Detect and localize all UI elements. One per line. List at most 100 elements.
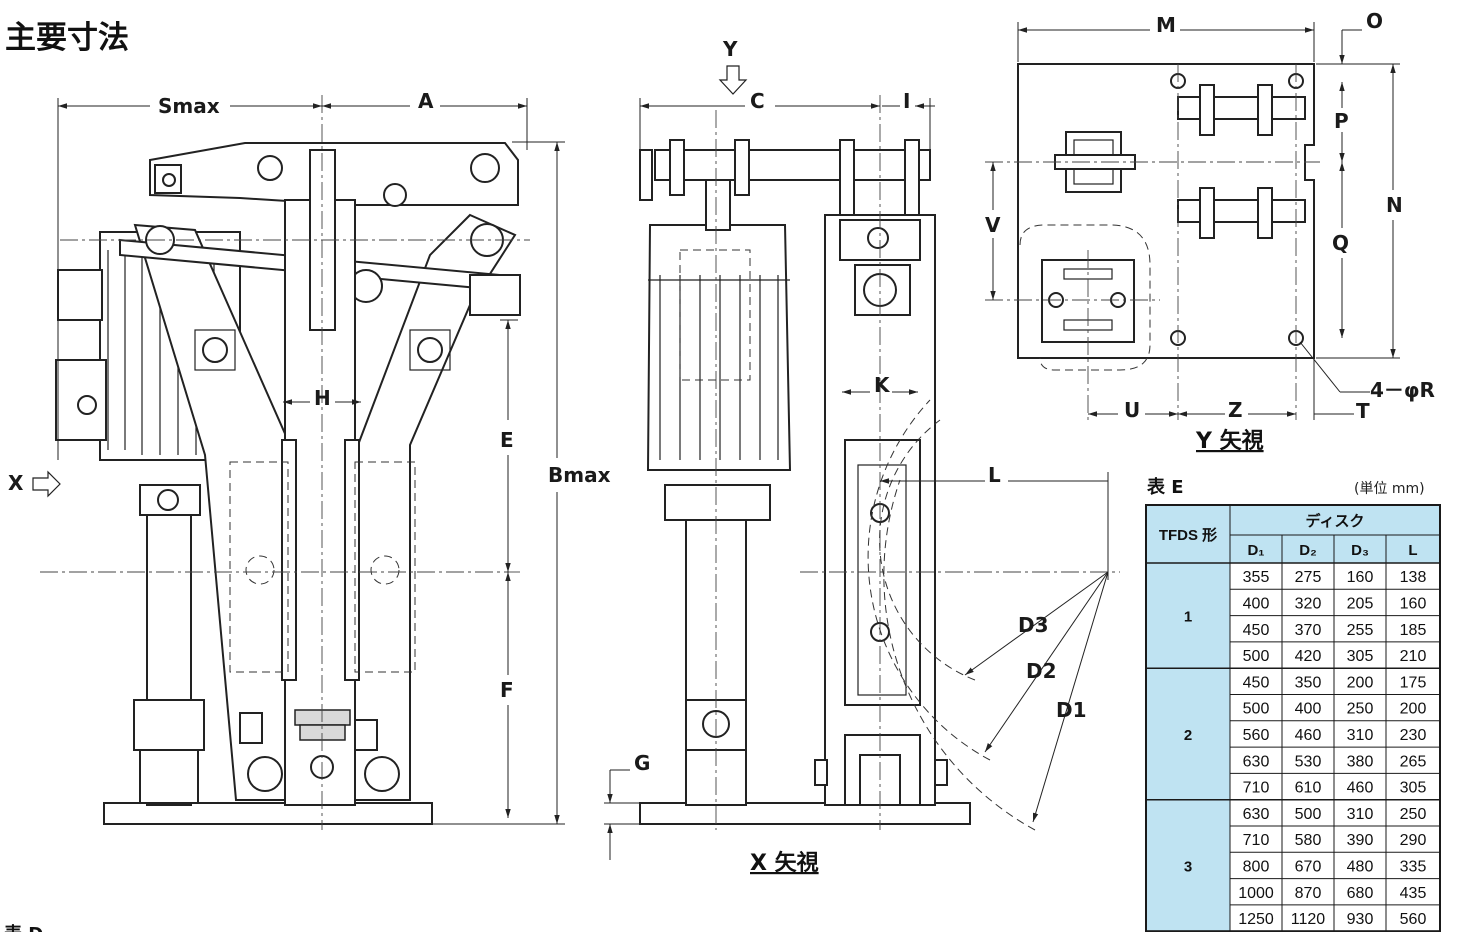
table-cell: 200 (1347, 674, 1374, 691)
side-thruster-body (646, 224, 792, 471)
arrow-right-icon (32, 470, 61, 498)
dim-l: L (988, 463, 1001, 487)
table-cell: 500 (1295, 806, 1322, 823)
dim-u: U (1124, 398, 1140, 422)
page-title: 主要寸法 (5, 20, 129, 56)
table-cell: 435 (1400, 885, 1427, 902)
dim-g: G (634, 751, 650, 775)
table-cell: 355 (1243, 569, 1270, 586)
table-cell: 480 (1347, 858, 1374, 875)
table-cell: 305 (1400, 780, 1427, 797)
table-header-col: D₂ (1299, 542, 1317, 559)
base-plate (103, 802, 433, 825)
table-cell: 250 (1400, 806, 1427, 823)
table-header-bg (1146, 505, 1440, 563)
dim-f: F (500, 678, 514, 702)
arrow-y-label: Y (722, 37, 738, 61)
table-header-model: TFDS 形 (1159, 526, 1217, 544)
table-cell: 290 (1400, 832, 1427, 849)
table-cell: 310 (1347, 806, 1374, 823)
table-cell: 450 (1243, 622, 1270, 639)
table-cell: 560 (1400, 911, 1427, 928)
dim-z: Z (1228, 398, 1243, 422)
table-cell: 870 (1295, 885, 1322, 902)
table-cell: 450 (1243, 674, 1270, 691)
side-base-plate (639, 802, 971, 825)
plan-view-dimensions: M O N P Q V U Z T 4－φR Y 矢視 (985, 9, 1435, 454)
x-view-caption: X 矢視 (750, 850, 819, 876)
table-cell: 420 (1295, 648, 1322, 665)
table-model-label: 1 (1184, 609, 1192, 626)
dim-v: V (985, 213, 1001, 237)
side-view-dimensions: Y C I K L D3 D2 D1 G X 矢視 (604, 37, 1109, 876)
table-cell: 185 (1400, 622, 1427, 639)
table-cell: 210 (1400, 648, 1427, 665)
dim-smax: Smax (158, 94, 220, 118)
footer-fragment: 表 D (4, 923, 43, 932)
table-cell: 710 (1243, 780, 1270, 797)
table-unit: (単位 mm) (1354, 481, 1425, 497)
table-cell: 1000 (1238, 885, 1274, 902)
table-model-col-bg (1146, 563, 1230, 932)
table-header-col: L (1408, 542, 1417, 559)
table-header-col: D₃ (1351, 542, 1369, 559)
table-model-label: 3 (1184, 858, 1192, 875)
dim-n: N (1386, 193, 1403, 217)
y-view-caption: Y 矢視 (1195, 428, 1264, 454)
dim-t: T (1356, 399, 1370, 423)
table-cell: 265 (1400, 753, 1427, 770)
table-cell: 205 (1347, 595, 1374, 612)
table-cell: 335 (1400, 858, 1427, 875)
bolt-icon (77, 395, 97, 415)
table-cell: 320 (1295, 595, 1322, 612)
table-cell: 800 (1243, 858, 1270, 875)
table-cell: 630 (1243, 806, 1270, 823)
table-cell: 230 (1400, 727, 1427, 744)
dim-e: E (500, 428, 514, 452)
table-header-group: ディスク (1306, 512, 1365, 530)
table-cell: 175 (1400, 674, 1427, 691)
table-cell: 630 (1243, 753, 1270, 770)
table-cell: 530 (1295, 753, 1322, 770)
table-cell: 305 (1347, 648, 1374, 665)
table-cell: 610 (1295, 780, 1322, 797)
table-cell: 710 (1243, 832, 1270, 849)
table-cell: 250 (1347, 701, 1374, 718)
dim-d1: D1 (1056, 698, 1087, 722)
table-cell: 160 (1347, 569, 1374, 586)
dim-m: M (1156, 13, 1176, 37)
right-brake-shoe (344, 439, 360, 681)
dim-r: 4－φR (1370, 378, 1435, 402)
front-view-dimensions: Smax A Bmax E F H X (8, 89, 611, 825)
table-cell: 500 (1243, 648, 1270, 665)
table-cell: 580 (1295, 832, 1322, 849)
arrow-down-icon (718, 65, 748, 95)
table-cell: 400 (1243, 595, 1270, 612)
front-view (40, 95, 530, 830)
table-cell: 460 (1295, 727, 1322, 744)
table-cell: 680 (1347, 885, 1374, 902)
dim-d3: D3 (1018, 613, 1049, 637)
side-view (639, 95, 1120, 831)
table-cell: 275 (1295, 569, 1322, 586)
table-cell: 500 (1243, 701, 1270, 718)
table-cell: 560 (1243, 727, 1270, 744)
table-cell: 138 (1400, 569, 1427, 586)
dim-o: O (1366, 9, 1383, 33)
table-cell: 255 (1347, 622, 1374, 639)
dim-h: H (314, 386, 331, 410)
table-cell: 350 (1295, 674, 1322, 691)
table-header-col: D₁ (1247, 542, 1264, 559)
dim-d2: D2 (1026, 659, 1057, 683)
dim-c: C (750, 89, 765, 113)
dim-a: A (418, 89, 434, 113)
table-cell: 1250 (1238, 911, 1274, 928)
plan-view (985, 63, 1320, 420)
dim-i: I (903, 89, 910, 113)
table-cell: 460 (1347, 780, 1374, 797)
dim-p: P (1334, 109, 1349, 133)
table-cell: 380 (1347, 753, 1374, 770)
table-cell: 370 (1295, 622, 1322, 639)
dim-k: K (874, 373, 891, 397)
